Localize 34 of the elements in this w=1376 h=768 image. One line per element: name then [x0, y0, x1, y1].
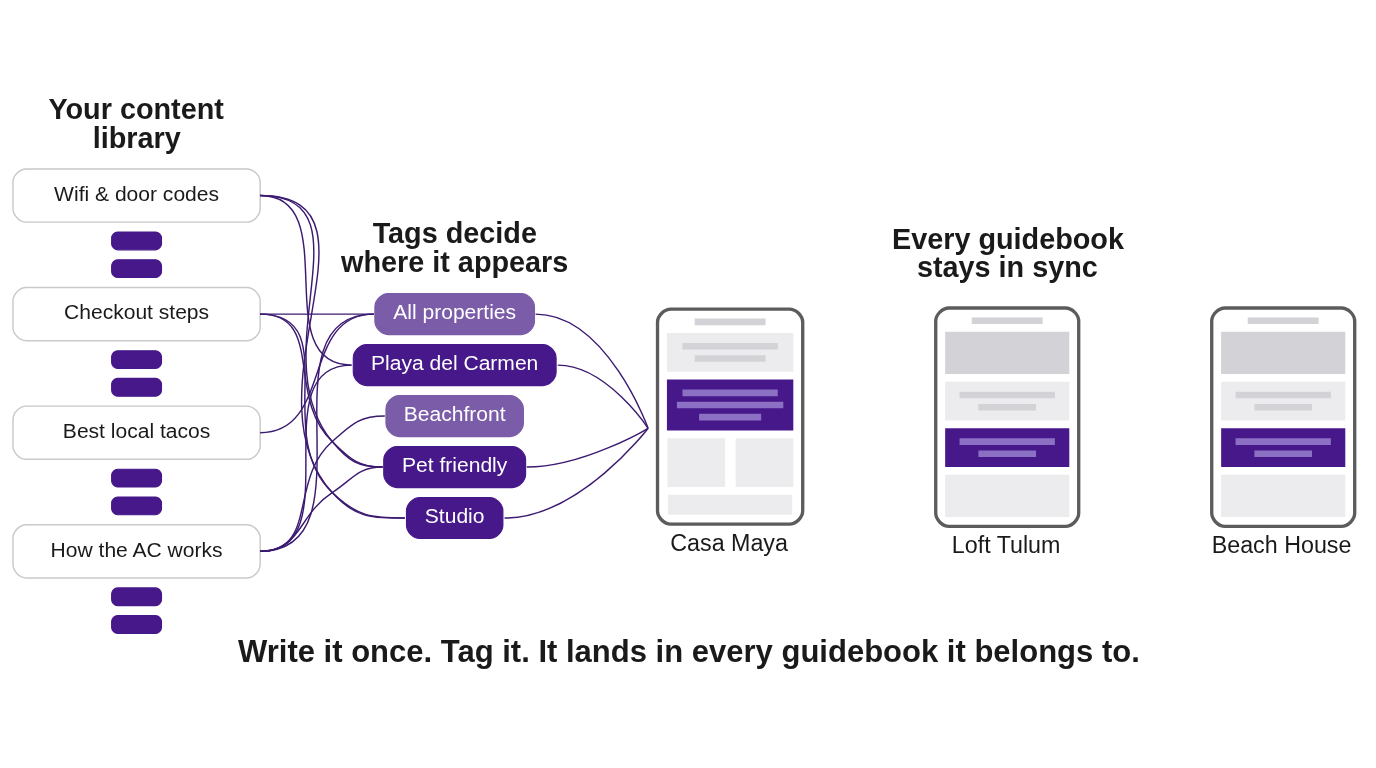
node-bar [111, 468, 163, 488]
node-bar [111, 349, 163, 369]
node-box: How the AC works [12, 523, 261, 579]
node-box: Wifi & door codes [12, 167, 261, 223]
node-bar [111, 614, 163, 634]
connector [557, 363, 649, 429]
node-label: Casa Maya [670, 529, 788, 556]
label: Every guidebook stays in sync [891, 222, 1124, 283]
node-bar [111, 586, 163, 606]
connector [259, 194, 406, 519]
node-box: Studio [405, 496, 504, 539]
connector [259, 312, 406, 519]
node-bar [111, 231, 163, 250]
node-bar [111, 495, 163, 515]
connector [503, 427, 649, 519]
node-box: Playa del Carmen [352, 343, 557, 386]
connector [259, 414, 386, 552]
connector [534, 312, 649, 429]
connector [259, 312, 375, 433]
caption: Write it once. Tag it. It lands in every guidebook it belongs to. [237, 632, 1140, 668]
connector [259, 465, 384, 552]
label: Your content library [48, 92, 224, 154]
connector [526, 427, 649, 468]
node-label: Loft Tulum [951, 531, 1061, 558]
node-box: Best local tacos [12, 404, 261, 460]
node-bar [111, 258, 163, 278]
node-bar [111, 377, 163, 397]
node-label: Beach House [1211, 531, 1352, 558]
node-box: Pet friendly [383, 445, 527, 488]
label: Tags decide where it appears [341, 216, 569, 278]
node-box: All properties [374, 292, 536, 335]
connector [259, 312, 375, 552]
node-box: Beachfront [385, 394, 524, 437]
node-box: Checkout steps [12, 286, 261, 341]
